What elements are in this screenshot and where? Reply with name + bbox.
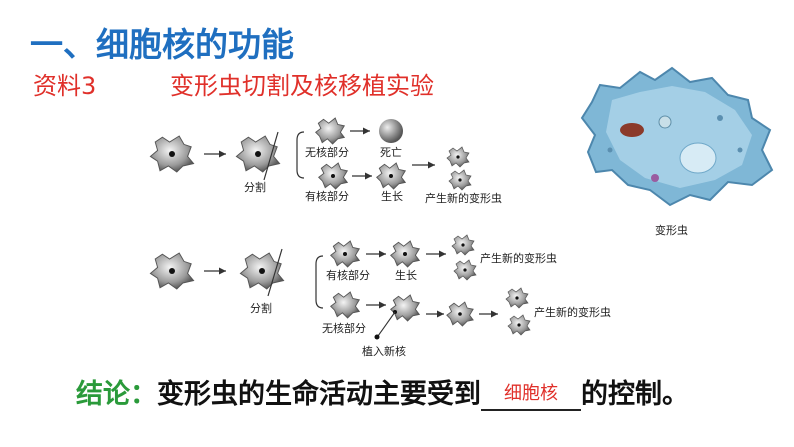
amoeba-illustration [580,66,774,207]
conclusion: 结论：变形虫的生命活动主要受到细胞核的控制。 [76,372,689,411]
conclusion-head: 结论： [76,379,157,410]
page-title: 一、细胞核的功能 [30,25,294,64]
amoeba-caption: 变形虫 [655,224,688,237]
top-growth-label: 生长 [381,190,403,203]
bottom-row-cells [149,234,531,340]
subtitle-text: 变形虫切割及核移植实验 [170,72,434,100]
conclusion-tail: 的控制。 [581,379,689,410]
top-new-amoeba-label: 产生新的变形虫 [425,192,502,205]
top-row-cells [149,117,472,191]
bottom-new-amoeba-label-2: 产生新的变形虫 [534,306,611,319]
top-no-nucleus-label: 无核部分 [305,146,349,159]
answer-blank: 细胞核 [481,379,581,411]
top-split-label: 分割 [244,181,266,194]
bottom-split-label: 分割 [250,302,272,315]
subtitle-label: 资料3 [33,72,97,100]
bottom-with-nucleus-label: 有核部分 [326,269,370,282]
bottom-implant-label: 植入新核 [362,345,406,358]
bottom-no-nucleus-label: 无核部分 [322,322,366,335]
top-with-nucleus-label: 有核部分 [305,190,349,203]
top-death-label: 死亡 [380,146,402,159]
conclusion-text: 变形虫的生命活动主要受到 [157,379,481,410]
bottom-growth-label: 生长 [395,269,417,282]
bottom-new-amoeba-label-1: 产生新的变形虫 [480,252,557,265]
